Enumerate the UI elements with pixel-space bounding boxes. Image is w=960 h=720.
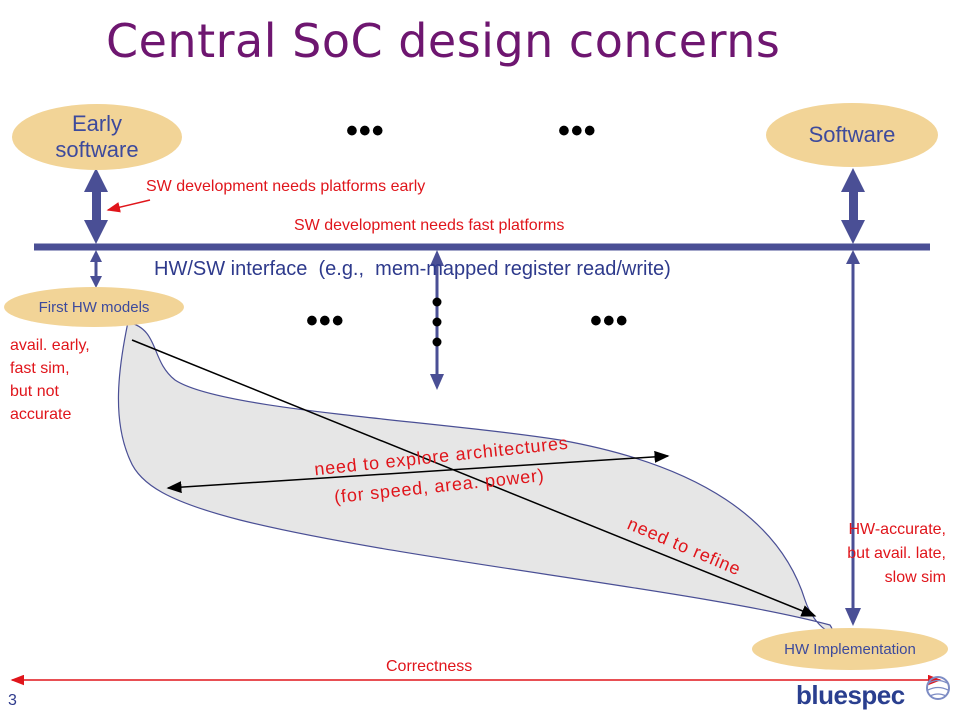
hw-accurate-note: HW-accurate, but avail. late, slow sim bbox=[847, 518, 946, 590]
software-label: Software bbox=[808, 122, 896, 147]
avail-early-line: avail. early, bbox=[10, 337, 90, 354]
hw-implementation-bus-arrow bbox=[845, 250, 861, 626]
page-number: 3 bbox=[8, 692, 17, 709]
hw-sw-interface-label: HW/SW interface (e.g., mem-mapped regist… bbox=[154, 258, 671, 280]
correctness-label: Correctness bbox=[386, 658, 473, 675]
avail-early-note: avail. early, fast sim, but not accurate bbox=[10, 334, 90, 426]
slide-title: Central SoC design concerns bbox=[106, 14, 781, 68]
avail-early-line: but not bbox=[10, 383, 59, 400]
first-hw-bus-arrow bbox=[90, 250, 102, 288]
software-node: Software bbox=[766, 103, 938, 167]
sw-fast-platforms-label: SW development needs fast platforms bbox=[294, 217, 565, 234]
early-software-bus-arrow bbox=[84, 168, 108, 244]
avail-early-line: fast sim, bbox=[10, 360, 70, 377]
ellipsis-top-right: ••• bbox=[558, 112, 597, 150]
explore-arrow bbox=[166, 450, 670, 494]
ellipsis-top-left: ••• bbox=[346, 112, 385, 150]
hw-accurate-line: HW-accurate, bbox=[848, 521, 946, 538]
hw-accurate-line: but avail. late, bbox=[847, 545, 946, 562]
avail-early-line: accurate bbox=[10, 406, 72, 423]
hw-accurate-line: slow sim bbox=[884, 569, 946, 586]
ellipsis-mid-left: ••• bbox=[306, 302, 345, 340]
svg-text:bluespec: bluespec bbox=[796, 680, 905, 710]
sw-platforms-early-label: SW development needs platforms early bbox=[146, 178, 426, 195]
ellipsis-mid-right: ••• bbox=[590, 302, 629, 340]
vertical-dots bbox=[432, 297, 442, 347]
hw-implementation-node: HW Implementation bbox=[752, 628, 948, 670]
early-software-label: Early software bbox=[55, 111, 139, 162]
bluespec-logo: bluespec bbox=[796, 676, 950, 710]
first-hw-models-node: First HW models bbox=[4, 287, 184, 327]
first-hw-models-label: First HW models bbox=[38, 298, 150, 316]
software-bus-arrow bbox=[841, 168, 865, 244]
platforms-early-pointer bbox=[106, 199, 151, 213]
hw-implementation-label: HW Implementation bbox=[784, 640, 916, 658]
early-software-node: Early software bbox=[12, 104, 182, 170]
